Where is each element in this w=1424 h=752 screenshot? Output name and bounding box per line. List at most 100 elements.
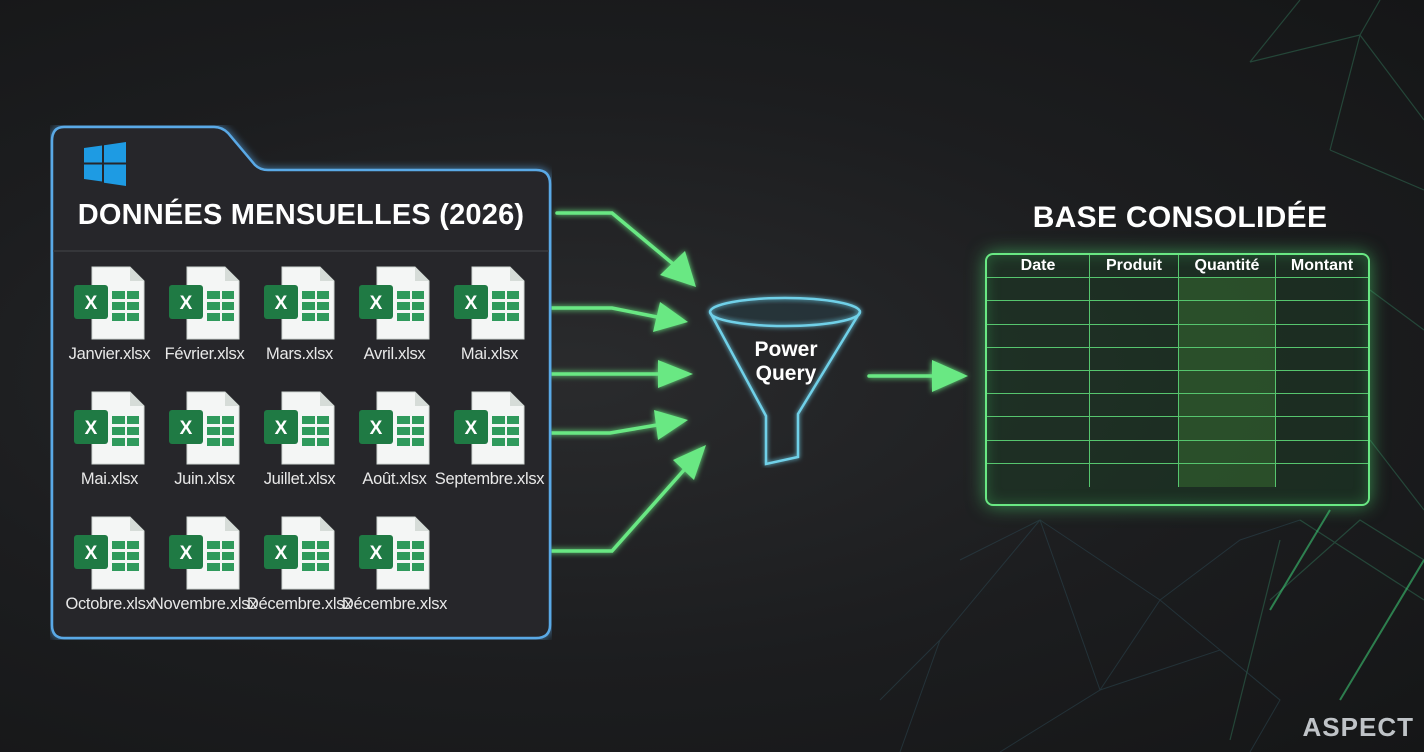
file-name: Mai.xlsx (460, 345, 519, 363)
excel-letter: X (465, 293, 478, 314)
excel-letter: X (275, 418, 288, 439)
table-cell (1179, 278, 1276, 301)
excel-file-item[interactable]: X Mai.xlsx (442, 265, 537, 369)
table-cell (1276, 278, 1368, 300)
power-query-line-1: Power (754, 338, 818, 361)
table-cell (1090, 301, 1179, 324)
file-name: Avril.xlsx (363, 345, 426, 363)
arrow-line-2 (534, 306, 659, 319)
table-cell (1090, 417, 1179, 440)
excel-file-item[interactable]: X Septembre.xlsx (435, 390, 545, 494)
table-row (987, 463, 1368, 487)
table-cell (987, 440, 1090, 463)
arrow-line-1 (555, 211, 674, 265)
table-cell (1179, 324, 1276, 347)
excel-file-icon: X (169, 516, 240, 590)
table-cell (1276, 464, 1368, 487)
table-cell (987, 324, 1090, 347)
table-cell (1179, 440, 1276, 463)
table-cell (1179, 463, 1276, 487)
table-cell (1179, 301, 1276, 324)
excel-file-item[interactable]: X Avril.xlsx (347, 265, 442, 369)
excel-file-icon: X (169, 266, 240, 340)
excel-file-item[interactable]: X Octobre.xlsx (62, 515, 157, 619)
table-cell (1276, 371, 1368, 393)
file-name: Mai.xlsx (80, 470, 139, 488)
consolidated-base-title: BASE CONSOLIDÉE (1032, 201, 1328, 234)
excel-file-icon: X (454, 391, 525, 465)
excel-file-icon: X (264, 266, 335, 340)
table-cell (987, 278, 1090, 301)
table-row (987, 347, 1368, 371)
arrowhead-3 (658, 360, 693, 388)
consolidated-table: Date Produit Quantité Montant (985, 253, 1370, 506)
table-cell (1276, 441, 1368, 463)
folder-title: DONNÉES MENSUELLES (2026) (77, 199, 525, 231)
table-cell (1179, 347, 1276, 370)
table-row (987, 278, 1368, 302)
table-cell (1090, 278, 1179, 301)
excel-file-icon: X (359, 516, 430, 590)
excel-file-icon: X (359, 391, 430, 465)
arrowhead-5 (673, 445, 706, 480)
table-header-row: Date Produit Quantité Montant (987, 255, 1368, 279)
column-header-quantite: Quantité (1179, 255, 1276, 278)
column-header-date: Date (987, 255, 1090, 278)
table-cell (1090, 394, 1179, 417)
excel-letter: X (180, 543, 193, 564)
file-name: Mars.xlsx (266, 345, 333, 363)
file-name: Janvier.xlsx (68, 345, 151, 363)
file-name: Novembre.xlsx (151, 595, 258, 613)
excel-letter: X (465, 418, 478, 439)
excel-letter: X (180, 418, 193, 439)
table-cell (987, 370, 1090, 394)
file-name: Octobre.xlsx (65, 595, 154, 613)
excel-file-icon: X (74, 266, 145, 340)
excel-letter: X (370, 418, 383, 439)
excel-file-item[interactable]: X Août.xlsx (347, 390, 442, 494)
excel-file-icon: X (454, 266, 525, 340)
table-cell (1090, 370, 1179, 394)
table-cell (987, 463, 1090, 487)
table-cell (1179, 394, 1276, 417)
excel-file-icon: X (359, 266, 430, 340)
file-name: Août.xlsx (362, 470, 427, 488)
excel-file-item[interactable]: X Février.xlsx (157, 265, 252, 369)
file-name: Septembre.xlsx (434, 470, 545, 488)
windows-logo-icon (84, 142, 126, 186)
file-name: Février.xlsx (164, 345, 245, 363)
excel-file-item[interactable]: X Juillet.xlsx (252, 390, 347, 494)
excel-file-item[interactable]: X Mars.xlsx (252, 265, 347, 369)
power-query-label: Power Query (730, 338, 842, 386)
table-cell (1179, 370, 1276, 394)
table-cell (987, 417, 1090, 440)
table-cell (1179, 417, 1276, 440)
excel-file-icon: X (264, 516, 335, 590)
table-cell (1276, 417, 1368, 439)
funnel-icon (708, 296, 862, 466)
arrowhead-2 (653, 302, 688, 332)
excel-file-icon: X (169, 391, 240, 465)
column-header-montant: Montant (1290, 257, 1354, 274)
excel-file-icon: X (74, 391, 145, 465)
table-row (987, 417, 1368, 441)
table-cell (1276, 348, 1368, 370)
arrowhead-4 (654, 410, 688, 440)
table-row (987, 301, 1368, 325)
excel-file-item[interactable]: X Mai.xlsx (62, 390, 157, 494)
excel-file-item[interactable]: X Novembre.xlsx (152, 515, 257, 619)
excel-file-item[interactable]: X Janvier.xlsx (62, 265, 157, 369)
excel-file-icon: X (74, 516, 145, 590)
table-cell (1090, 440, 1179, 463)
power-query-funnel: Power Query (700, 288, 870, 468)
excel-letter: X (370, 543, 383, 564)
excel-letter: X (275, 293, 288, 314)
excel-letter: X (85, 418, 98, 439)
file-name: Juillet.xlsx (263, 470, 336, 488)
table-row (987, 370, 1368, 395)
